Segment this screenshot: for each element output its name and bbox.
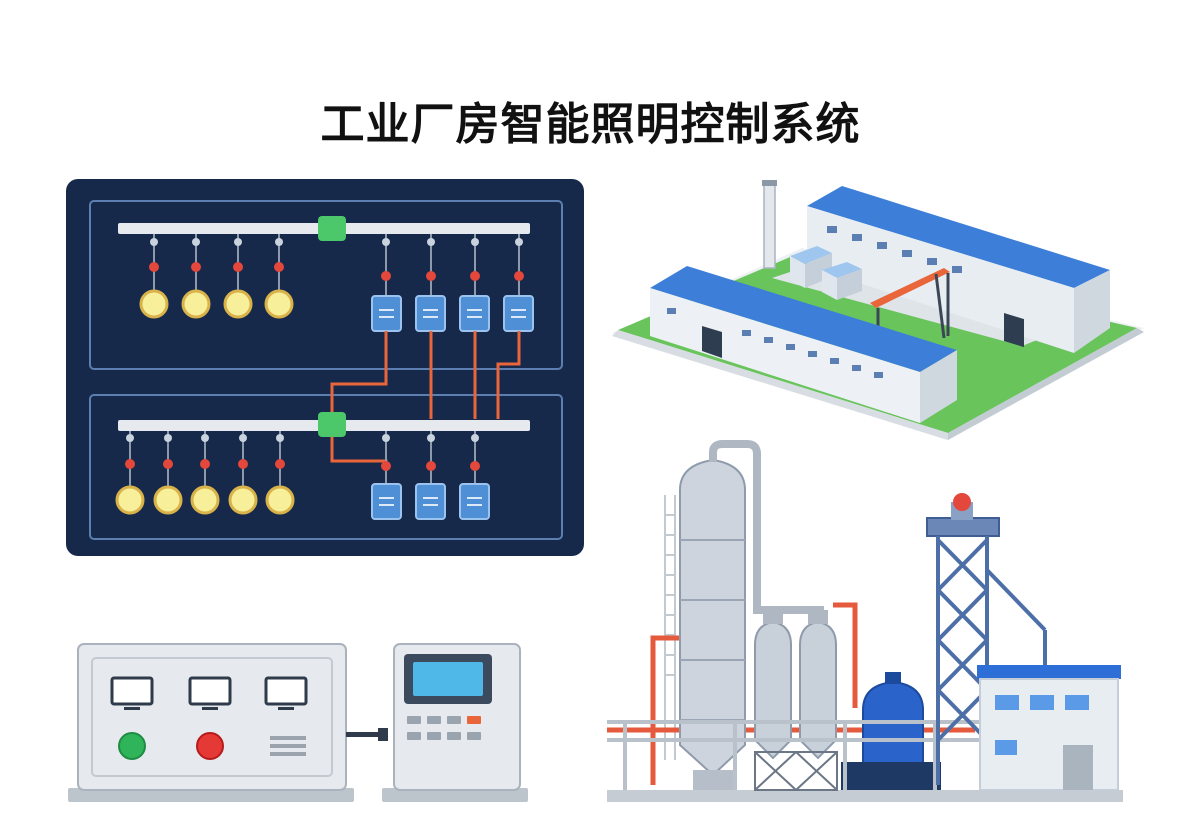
lamp-icon xyxy=(190,485,220,515)
lamp-icon xyxy=(265,485,295,515)
lamp-icon xyxy=(228,485,258,515)
lamp-icon xyxy=(139,289,169,319)
lower-controller-node xyxy=(318,412,346,437)
factory-buildings-icon xyxy=(612,180,1144,440)
control-cabinet-icon xyxy=(68,643,528,802)
overhead-pipe xyxy=(709,440,824,625)
lower-switch-modules xyxy=(371,483,490,520)
upper-panel-frame xyxy=(89,200,563,370)
control-building xyxy=(977,665,1121,791)
lower-panel-frame xyxy=(89,394,563,540)
upper-controller-node xyxy=(318,216,346,241)
back-building-roof xyxy=(807,186,1110,288)
vent-slots xyxy=(270,736,306,756)
tall-silo xyxy=(679,458,746,790)
page-title: 工业厂房智能照明控制系统 xyxy=(320,99,861,150)
control-cabinet xyxy=(77,643,347,791)
ladder xyxy=(664,495,676,760)
utility-units xyxy=(790,246,862,300)
lamp-icon xyxy=(115,485,145,515)
beacon-light xyxy=(953,493,971,511)
stop-button[interactable] xyxy=(196,732,224,760)
connection-cable xyxy=(346,732,386,737)
gantry-crane xyxy=(870,268,950,339)
industrial-plant-icon xyxy=(607,440,1123,802)
start-button[interactable] xyxy=(118,732,146,760)
lamp-icon xyxy=(223,289,253,319)
blue-storage-tank xyxy=(841,672,941,790)
chimney xyxy=(763,182,776,269)
terminal-keypad[interactable] xyxy=(407,716,481,740)
pipe-rack xyxy=(607,720,980,790)
lighting-control-panel xyxy=(66,179,584,556)
twin-silos xyxy=(754,610,838,791)
meter-displays xyxy=(110,676,308,710)
plant-ground xyxy=(607,790,1123,802)
lamp-icon xyxy=(153,485,183,515)
front-building-roof xyxy=(650,266,957,372)
terminal-screen xyxy=(413,662,483,696)
lamp-icon xyxy=(181,289,211,319)
lamp-icon xyxy=(264,289,294,319)
